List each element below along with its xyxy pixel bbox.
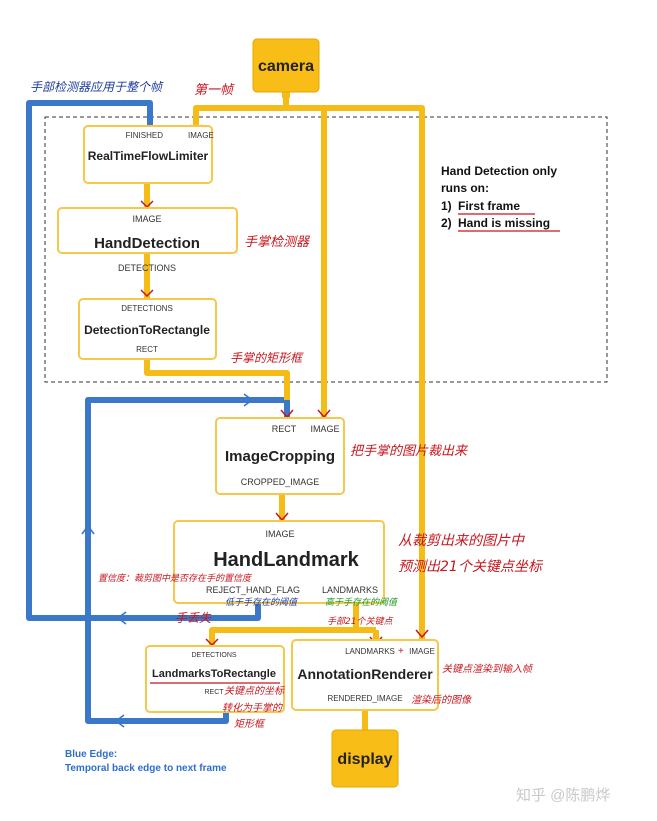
- note-predict-line1: 从裁剪出来的图片中: [398, 533, 525, 549]
- side-note: Hand Detection only runs on: 1) First fr…: [441, 164, 560, 232]
- port-reject: REJECT_HAND_FLAG: [206, 585, 300, 595]
- side-note-line1: Hand Detection only: [441, 164, 557, 178]
- hand-detection-node[interactable]: IMAGE HandDetection DETECTIONS: [57, 207, 238, 273]
- note-confidence: 置信度：裁剪图中是否存在手的置信度: [98, 573, 253, 584]
- hand-landmark-node[interactable]: IMAGE HandLandmark REJECT_HAND_FLAG LAND…: [173, 520, 385, 604]
- note-predict-line2: 预测出21个关键点坐标: [398, 559, 544, 575]
- note-to-palm-rect2: 矩形框: [234, 718, 266, 730]
- landmarks-to-rect-node[interactable]: DETECTIONS LandmarksToRectangle RECT: [145, 645, 285, 713]
- note-keypoints-render: 关键点渲染到输入帧: [442, 663, 534, 675]
- plus-sign: +: [398, 646, 404, 657]
- display-label: display: [337, 751, 392, 768]
- detection-to-rect-label: DetectionToRectangle: [84, 323, 210, 337]
- flow-limiter-node[interactable]: FINISHED IMAGE RealTimeFlowLimiter: [83, 125, 214, 184]
- note-hand-lost: 手丢失: [175, 611, 212, 625]
- detection-to-rect-node[interactable]: DETECTIONS DetectionToRectangle RECT: [78, 298, 217, 360]
- annotation-renderer-label: AnnotationRenderer: [297, 666, 433, 682]
- hand-detection-label: HandDetection: [94, 235, 200, 252]
- note-low-threshold: 低于手存在的阈值: [225, 597, 299, 608]
- port-finished: FINISHED: [126, 131, 164, 140]
- blue-chevrons: [81, 393, 254, 728]
- blue-back-edges: [26, 100, 290, 724]
- camera-node[interactable]: camera: [252, 38, 320, 93]
- image-cropping-label: ImageCropping: [225, 448, 335, 465]
- watermark: 知乎 @陈鹏烨: [516, 786, 610, 804]
- port-landmarks: LANDMARKS: [322, 585, 378, 595]
- hand-landmark-label: HandLandmark: [213, 549, 359, 571]
- port-image: IMAGE: [188, 131, 214, 140]
- note-hand-detector-whole-frame: 手部检测器应用于整个帧: [30, 80, 164, 94]
- display-node[interactable]: display: [331, 729, 399, 788]
- landmarks-to-rect-label: LandmarksToRectangle: [152, 668, 276, 680]
- note-keypoints-21: 手部21个关键点: [327, 616, 393, 627]
- port-rect: RECT: [136, 345, 158, 354]
- port-image: IMAGE: [310, 424, 339, 434]
- side-note-item1-num: 1): [441, 199, 452, 213]
- legend-line2: Temporal back edge to next frame: [65, 763, 227, 774]
- note-to-palm-rect1: 转化为手掌的: [222, 702, 283, 714]
- port-image: IMAGE: [409, 647, 435, 656]
- annotation-renderer-node[interactable]: LANDMARKS IMAGE AnnotationRenderer RENDE…: [291, 639, 439, 711]
- camera-port: [282, 90, 290, 98]
- note-first-frame: 第一帧: [194, 83, 235, 98]
- edge-rect-to-cropping: [85, 397, 290, 724]
- port-image: IMAGE: [265, 529, 294, 539]
- port-rect: RECT: [204, 689, 224, 696]
- legend: Blue Edge: Temporal back edge to next fr…: [65, 749, 227, 774]
- camera-label: camera: [258, 58, 314, 75]
- side-note-item2: Hand is missing: [458, 216, 550, 230]
- note-crop-palm: 把手掌的图片裁出来: [350, 444, 469, 459]
- note-palm-detector: 手掌检测器: [244, 234, 310, 250]
- port-rect: RECT: [272, 424, 297, 434]
- note-palm-rect: 手掌的矩形框: [230, 351, 304, 365]
- note-high-threshold: 高于手存在的阈值: [325, 597, 399, 608]
- note-rendered-image: 渲染后的图像: [411, 694, 472, 706]
- side-note-line2: runs on:: [441, 181, 489, 195]
- port-landmarks: LANDMARKS: [345, 647, 395, 656]
- port-detections: DETECTIONS: [118, 263, 176, 273]
- side-note-item2-num: 2): [441, 216, 452, 230]
- port-rendered: RENDERED_IMAGE: [327, 694, 402, 703]
- port-detections: DETECTIONS: [191, 652, 236, 659]
- side-note-item1: First frame: [458, 199, 520, 213]
- edge-reject-to-finished: [26, 100, 261, 621]
- legend-line1: Blue Edge:: [65, 749, 117, 760]
- note-kp-coords: 关键点的坐标: [224, 685, 285, 697]
- port-cropped: CROPPED_IMAGE: [241, 477, 320, 487]
- port-image: IMAGE: [132, 214, 161, 224]
- flow-limiter-label: RealTimeFlowLimiter: [88, 149, 209, 163]
- port-detections: DETECTIONS: [121, 304, 173, 313]
- yellow-edges: [144, 92, 425, 730]
- image-cropping-node[interactable]: RECT IMAGE ImageCropping CROPPED_IMAGE: [215, 417, 345, 495]
